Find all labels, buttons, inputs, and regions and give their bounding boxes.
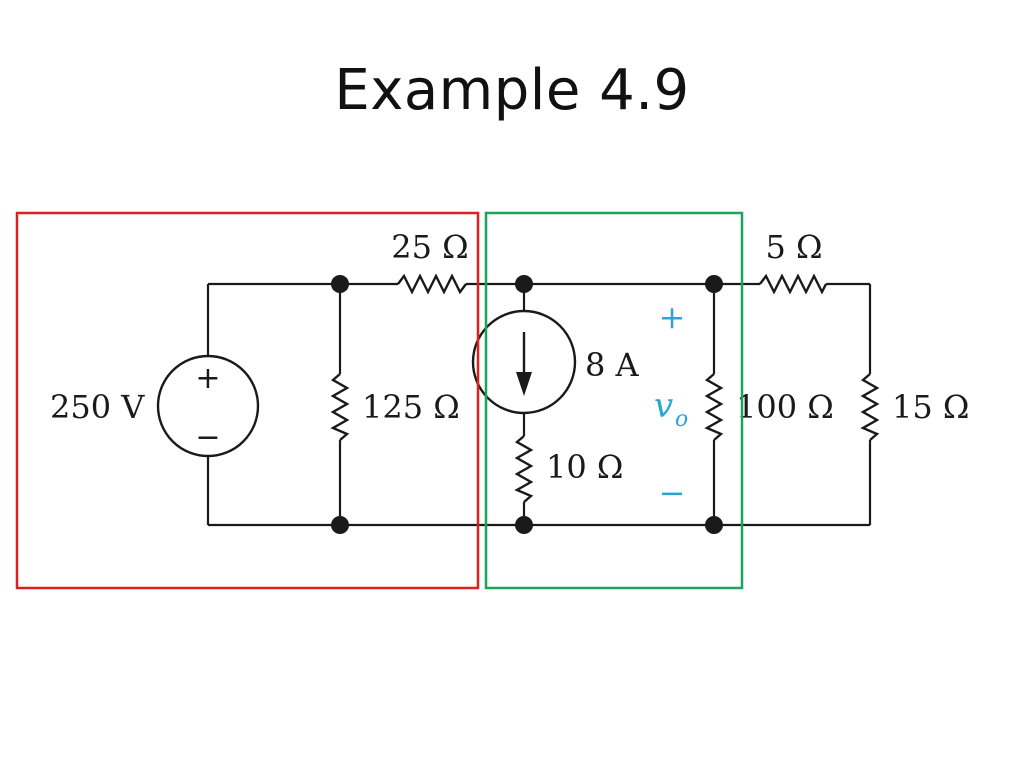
voltage-source-plus: +: [195, 361, 220, 396]
resistor-125-ohm-label: 125 Ω: [362, 388, 460, 426]
red-highlight-box: [15, 211, 480, 590]
voltage-source: + −: [156, 354, 260, 458]
resistor-25-ohm: [397, 273, 467, 295]
resistor-15-ohm-label: 15 Ω: [892, 388, 969, 426]
vo-subscript: o: [675, 407, 688, 432]
junction-nodes: [331, 275, 723, 534]
resistor-100-ohm: [704, 373, 724, 441]
arrow-down-icon: [516, 372, 532, 396]
vo-minus: −: [659, 474, 686, 512]
resistor-25-ohm-label: 25 Ω: [391, 228, 468, 266]
resistor-10-ohm-label: 10 Ω: [546, 448, 623, 486]
resistor-5-ohm-label: 5 Ω: [765, 228, 822, 266]
resistor-5-ohm: [759, 273, 828, 295]
vo-plus: +: [659, 298, 686, 336]
vo-symbol: v: [654, 386, 673, 426]
current-source-label: 8 A: [585, 346, 640, 384]
resistor-15-ohm: [860, 373, 880, 441]
voltage-source-minus: −: [195, 420, 220, 455]
resistor-125-ohm: [330, 373, 350, 441]
voltage-source-label: 250 V: [50, 388, 145, 426]
resistor-100-ohm-label: 100 Ω: [736, 388, 834, 426]
slide-title: Example 4.9: [334, 58, 690, 123]
green-highlight-box: [484, 211, 744, 590]
current-source: [471, 309, 577, 415]
resistor-10-ohm: [514, 435, 534, 503]
